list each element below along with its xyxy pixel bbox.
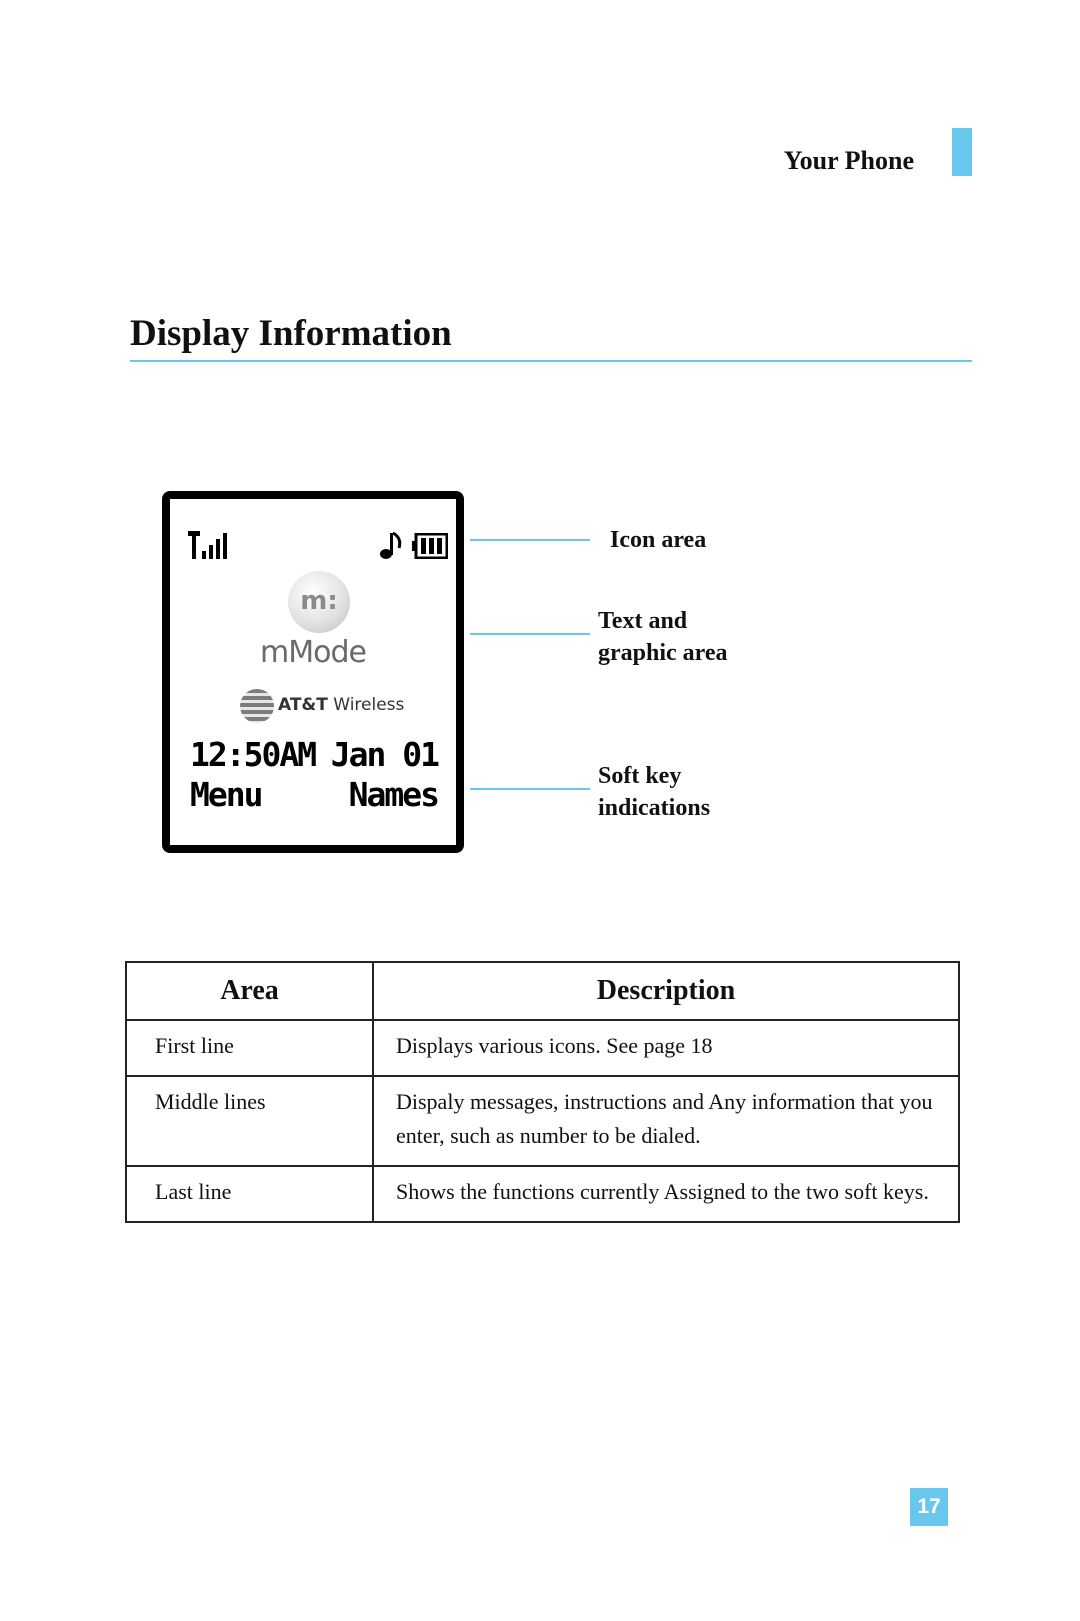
text-area-callout-line [470, 633, 590, 635]
carrier-brand: AT&T [278, 695, 328, 715]
softkey-label-line2: indications [598, 795, 711, 821]
section-tab-marker [952, 128, 972, 176]
text-area-label: Text and graphic area [598, 605, 728, 669]
icon-area-label: Icon area [610, 527, 707, 553]
text-area-label-line1: Text and [598, 608, 688, 634]
description-cell: Dispaly messages, instructions and Any i… [372, 1075, 960, 1167]
battery-icon [412, 532, 449, 564]
icon-area-callout-line [470, 539, 590, 541]
signal-icon [188, 531, 236, 566]
att-globe-logo [240, 689, 274, 723]
softkey-label-line1: Soft key [598, 763, 682, 789]
page-title: Display Information [130, 313, 452, 354]
left-softkey-label: Menu [190, 775, 263, 814]
table-row: Middle lines Dispaly messages, instructi… [125, 1075, 960, 1167]
softkey-label: Soft key indications [598, 760, 710, 824]
mmode-logo-badge: m: [288, 571, 350, 633]
table-row: First line Displays various icons. See p… [125, 1019, 960, 1077]
right-softkey-label: Names [348, 775, 440, 814]
table-row: Last line Shows the functions currently … [125, 1165, 960, 1223]
area-column-header: Area [125, 961, 374, 1021]
carrier-suffix: Wireless [333, 695, 405, 715]
softkey-callout-line [470, 788, 590, 790]
section-label: Your Phone [783, 146, 914, 175]
page-number: 17 [910, 1488, 948, 1526]
description-cell: Shows the functions currently Assigned t… [372, 1165, 960, 1223]
table-header-row: Area Description [125, 961, 960, 1021]
description-column-header: Description [372, 961, 960, 1021]
text-area-label-line2: graphic area [598, 640, 728, 666]
ringer-icon [378, 529, 404, 566]
area-cell: Middle lines [125, 1075, 374, 1167]
area-cell: Last line [125, 1165, 374, 1223]
phone-display-illustration: m: mMode AT&T Wireless 12:50AM Jan 01 Me… [162, 491, 464, 853]
description-cell: Displays various icons. See page 18 [372, 1019, 960, 1077]
title-underline [130, 360, 972, 362]
mmode-wordmark: mMode [260, 635, 367, 670]
display-area-table: Area Description First line Displays var… [125, 961, 960, 1223]
carrier-logo-text: AT&T Wireless [278, 695, 404, 715]
area-cell: First line [125, 1019, 374, 1077]
clock-time: 12:50AM [190, 735, 317, 774]
date-display: Jan 01 [330, 735, 440, 774]
